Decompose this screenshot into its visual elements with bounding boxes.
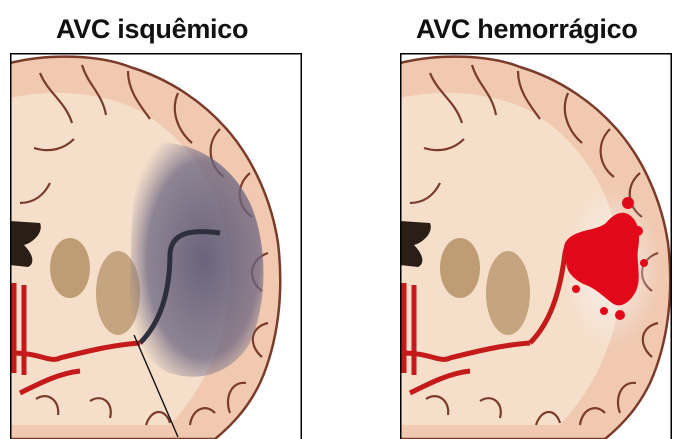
ischemic-stroke-title: AVC isquêmico <box>56 14 248 45</box>
basal-ganglia-caudate <box>440 238 480 298</box>
ischemic-brain-illustration <box>10 53 302 439</box>
hemorrhagic-stroke-title: AVC hemorrágico <box>416 14 638 45</box>
basal-ganglia-putamen <box>486 251 530 335</box>
hemorrhagic-brain-illustration <box>400 53 672 439</box>
basal-ganglia-caudate <box>50 238 90 298</box>
